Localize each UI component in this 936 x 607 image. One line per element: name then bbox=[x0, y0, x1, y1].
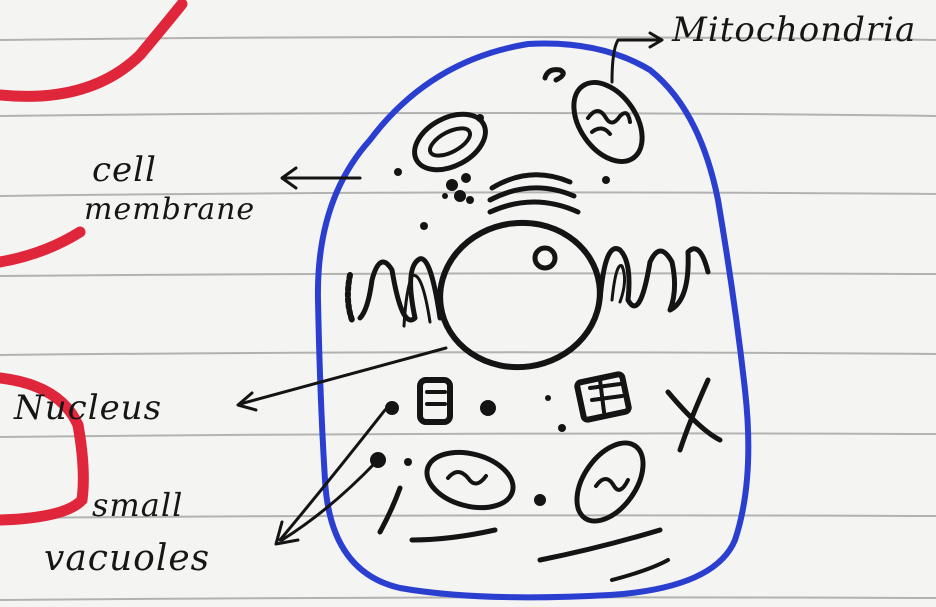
red-swoosh-middle bbox=[0, 232, 80, 262]
arrow-nucleus bbox=[240, 348, 446, 404]
label-membrane: membrane bbox=[84, 192, 255, 227]
granule bbox=[466, 196, 474, 204]
cell-membrane-outline bbox=[318, 44, 748, 598]
granule bbox=[442, 193, 448, 199]
fibre-line bbox=[412, 530, 495, 540]
mitochondrion-cristae bbox=[596, 479, 628, 490]
granule bbox=[461, 173, 471, 183]
mitochondrion-cristae bbox=[448, 472, 486, 484]
granule bbox=[404, 458, 412, 466]
granule bbox=[480, 400, 496, 416]
label-mitochondria: Mitochondria bbox=[672, 10, 916, 50]
mitochondria-attachment bbox=[545, 70, 563, 80]
er-right bbox=[612, 266, 625, 302]
granule bbox=[476, 114, 484, 122]
fibre-line bbox=[380, 488, 400, 532]
granule bbox=[602, 176, 610, 184]
granule bbox=[534, 494, 546, 506]
red-marker-marks bbox=[0, 4, 182, 520]
organelle-box-detail bbox=[590, 380, 622, 412]
granule bbox=[545, 395, 551, 401]
mitochondrion-cristae bbox=[592, 128, 610, 134]
x-mark bbox=[668, 380, 720, 450]
golgi-body bbox=[490, 202, 578, 212]
fibre-line bbox=[612, 560, 668, 580]
label-nucleus: Nucleus bbox=[14, 388, 162, 428]
fibre-line bbox=[540, 530, 660, 560]
organelle-box-left bbox=[420, 380, 450, 422]
organelle-box-detail bbox=[427, 392, 445, 404]
label-cell: cell bbox=[92, 150, 157, 190]
golgi-body bbox=[490, 188, 574, 200]
rule-line bbox=[0, 273, 936, 276]
er-left-scribble bbox=[348, 275, 352, 320]
granule bbox=[558, 424, 566, 432]
granule bbox=[446, 179, 458, 191]
label-vacuoles: vacuoles bbox=[44, 538, 210, 579]
granule bbox=[454, 190, 466, 202]
granule bbox=[385, 401, 399, 415]
red-swoosh-top bbox=[0, 4, 182, 96]
nucleolus bbox=[535, 248, 555, 268]
rule-line bbox=[0, 433, 936, 437]
organelles bbox=[348, 70, 720, 580]
granule bbox=[420, 222, 428, 230]
label-small: small bbox=[92, 486, 183, 524]
vacuole-oval-inner bbox=[426, 123, 474, 161]
granule bbox=[394, 168, 402, 176]
